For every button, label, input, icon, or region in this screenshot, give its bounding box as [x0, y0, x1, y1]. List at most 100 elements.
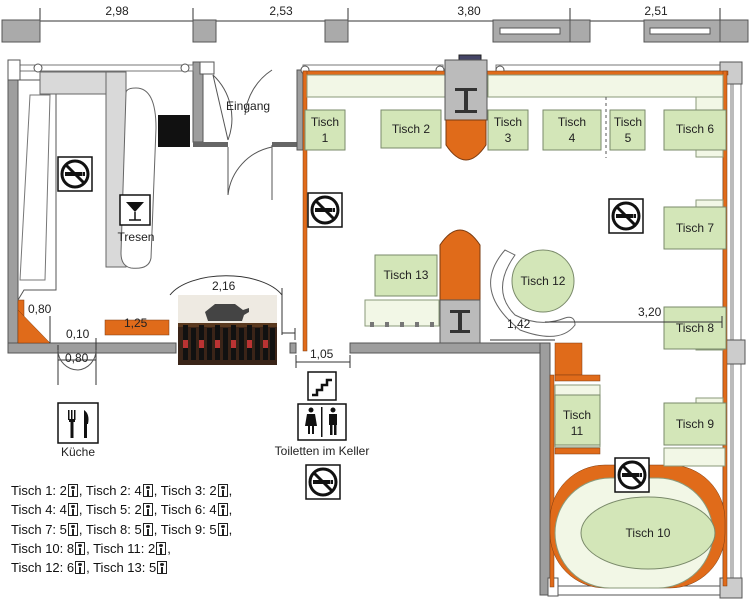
- person-icon: [156, 541, 167, 555]
- no-smoking-icon: [607, 197, 645, 235]
- person-icon: [217, 484, 228, 497]
- legend-entry: ,: [228, 502, 233, 518]
- table-5-label: Tisch: [614, 115, 642, 129]
- tables: [304, 109, 727, 446]
- legend-entry: ,: [167, 540, 171, 556]
- person-icon: [217, 522, 228, 536]
- column-middle: [439, 229, 481, 344]
- dim-080-bottom: 0,80: [65, 351, 89, 365]
- legend-entry: , Tisch 9: 5: [153, 521, 217, 537]
- table-7: [663, 206, 727, 250]
- kitchen-label: Küche: [61, 445, 95, 459]
- person-icon: [142, 484, 153, 497]
- column-top: [444, 54, 488, 161]
- dim-080-top: 0,80: [28, 302, 52, 316]
- table-10-label: Tisch 10: [626, 526, 671, 540]
- no-smoking-icon: [306, 191, 344, 229]
- dim-142: 1,42: [507, 317, 531, 331]
- table-13: [374, 254, 438, 297]
- table-11-label: Tisch: [563, 408, 591, 422]
- table-9: [663, 402, 727, 446]
- table-1: [304, 109, 346, 151]
- table-12: [511, 249, 575, 313]
- person-icon: [217, 503, 228, 517]
- table-4-number: 4: [569, 131, 576, 145]
- table-6-label: Tisch 6: [676, 122, 715, 136]
- legend-entry: , Tisch 5: 2: [78, 502, 142, 518]
- legend-entry: , Tisch 3: 2: [153, 483, 217, 498]
- legend-entry: , Tisch 8: 5: [78, 521, 142, 537]
- table-5: [609, 109, 646, 151]
- cutlery-icon: [57, 402, 99, 444]
- entrance-area: [212, 69, 273, 200]
- dim-top-2: 2,53: [269, 4, 293, 18]
- legend-entry: Tisch 1: 2: [11, 483, 67, 498]
- cocktail-glass-icon: [119, 194, 151, 226]
- table-4: [542, 109, 602, 151]
- seating-legend: Tisch 1: 2, Tisch 2: 4, Tisch 3: 2, Tisc…: [11, 481, 232, 577]
- dim-top-4: 2,51: [644, 4, 668, 18]
- bar-label: Tresen: [118, 230, 155, 244]
- table-3: [487, 109, 529, 151]
- table-4-label: Tisch: [558, 115, 586, 129]
- table-7-label: Tisch 7: [676, 221, 715, 235]
- dim-125: 1,25: [124, 316, 148, 330]
- person-icon: [67, 522, 78, 536]
- table-3-label: Tisch: [494, 115, 522, 129]
- legend-line-3: Tisch 7: 5, Tisch 8: 5, Tisch 9: 5,: [11, 520, 232, 539]
- table-13-label: Tisch 13: [384, 268, 429, 282]
- legend-line-5: Tisch 12: 6 , Tisch 13: 5: [11, 558, 232, 577]
- person-icon: [75, 541, 86, 555]
- legend-entry: , Tisch 6: 4: [153, 502, 217, 518]
- legend-line-1: Tisch 1: 2 , Tisch 2: 4 , Tisch 3: 2,: [11, 481, 232, 500]
- dim-105: 1,05: [310, 347, 334, 361]
- legend-entry: Tisch 12: 6: [11, 560, 75, 576]
- legend-entry: , Tisch 13: 5: [86, 560, 157, 576]
- entrance-label: Eingang: [226, 99, 270, 113]
- top-pillars: [1, 19, 749, 43]
- toilets-label: Toiletten im Keller: [275, 444, 370, 458]
- curved-bench: [490, 249, 576, 337]
- legend-line-2: Tisch 4: 4 , Tisch 5: 2 , Tisch 6: 4,: [11, 500, 232, 519]
- top-dimension-line: 2,98 2,53 3,80 2,51: [39, 4, 721, 30]
- legend-entry: Tisch 4: 4: [11, 502, 67, 518]
- table-6: [663, 109, 727, 151]
- person-icon: [67, 484, 78, 497]
- table-5-number: 5: [625, 131, 632, 145]
- no-smoking-icon: [56, 155, 94, 193]
- legend-entry: Tisch 10: 8: [11, 540, 75, 556]
- wine-shelf-photo: [178, 295, 277, 365]
- table-1-number: 1: [322, 131, 329, 145]
- table-8-label: Tisch 8: [676, 321, 715, 335]
- person-icon: [157, 561, 168, 575]
- legend-line-4: Tisch 10: 8 , Tisch 11: 2,: [11, 539, 232, 558]
- person-icon: [142, 522, 153, 536]
- table-2-label: Tisch 2: [392, 122, 431, 136]
- dim-320: 3,20: [638, 305, 662, 319]
- table-10: [580, 496, 716, 570]
- no-smoking-icon: [304, 463, 342, 501]
- table-3-number: 3: [505, 131, 512, 145]
- stairs-icon: [307, 371, 337, 401]
- table-11: [554, 394, 601, 446]
- no-smoking-icon: [613, 456, 651, 494]
- dim-top-1: 2,98: [105, 4, 129, 18]
- person-icon: [67, 503, 78, 517]
- table-11-number: 11: [571, 424, 584, 438]
- table-12-label: Tisch 12: [521, 274, 566, 288]
- legend-entry: ,: [228, 521, 233, 537]
- legend-entry: , Tisch 2: 4: [78, 483, 142, 498]
- bar-counter: [17, 71, 190, 302]
- dim-top-3: 3,80: [457, 4, 481, 18]
- table-9-label: Tisch 9: [676, 417, 715, 431]
- restroom-icon: [297, 403, 347, 441]
- table-2: [380, 109, 442, 149]
- table-8: [663, 306, 727, 350]
- person-icon: [75, 561, 86, 575]
- dim-010: 0,10: [66, 327, 90, 341]
- legend-entry: ,: [228, 483, 233, 498]
- legend-entry: , Tisch 11: 2: [86, 540, 156, 556]
- table-1-label: Tisch: [311, 115, 339, 129]
- person-icon: [142, 503, 153, 517]
